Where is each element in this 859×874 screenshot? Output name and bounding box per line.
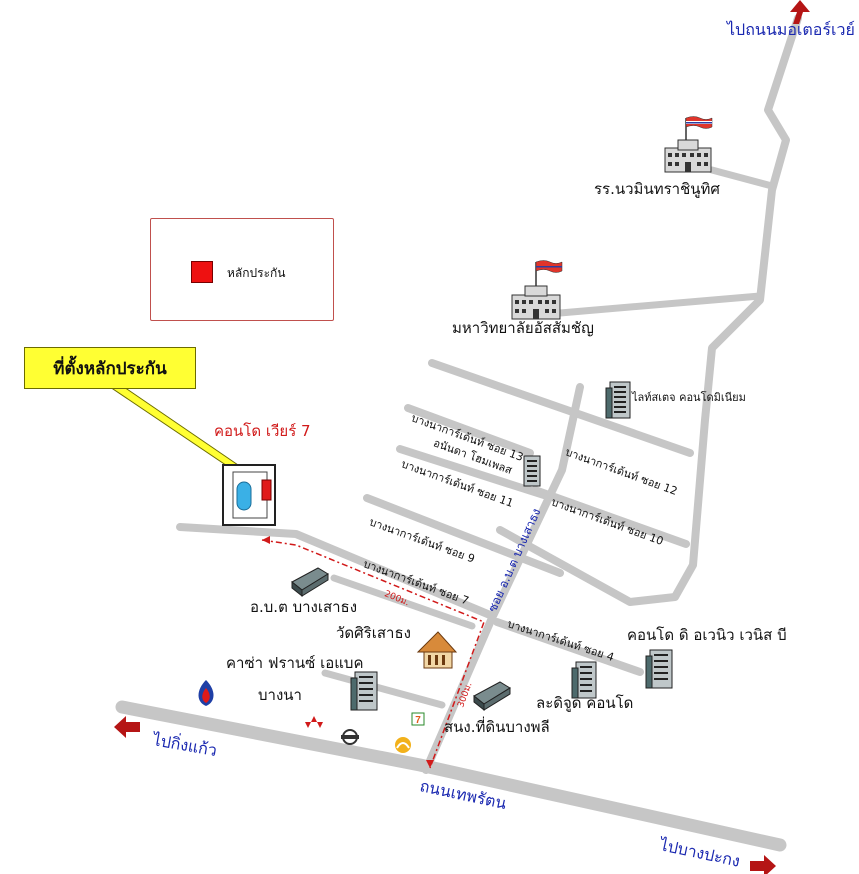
school-road (708, 166, 776, 190)
temple-icon (416, 631, 458, 669)
temple-label: วัดศิริเสาธง (336, 624, 411, 642)
legend-marker-swatch (191, 261, 213, 283)
location-callout: ที่ตั้งหลักประกัน (24, 347, 196, 389)
land-office-label: สนง.ที่ดินบางพลี (444, 718, 550, 736)
arrow-north-icon (790, 0, 810, 24)
legend-box: หลักประกัน (150, 218, 334, 321)
ladibiz-condo-label: ละดิจูด คอนโด (536, 694, 634, 712)
school-label: รร.นวมินทราชินูทิศ (594, 180, 720, 198)
lite-condo-tower-icon (605, 381, 631, 419)
volvo-icon (341, 729, 359, 745)
bank-logo-icon (395, 737, 411, 753)
route-arrow-end (426, 760, 434, 768)
soi-10-road (531, 486, 690, 548)
bangna-label: บางนา (258, 686, 302, 704)
direction-motorway-label: ไปถนนมอเตอร์เวย์ (727, 20, 855, 39)
venice-condo-tower-icon (645, 649, 673, 689)
venice-condo-label: คอนโด ดิ อเวนิว เวนิส บี (627, 626, 787, 644)
road-network (115, 14, 802, 852)
soi-13-road (404, 404, 534, 457)
seven-eleven-icon: 7 (411, 712, 425, 726)
legend-marker-label: หลักประกัน (227, 266, 286, 280)
obt-soi-road (422, 383, 584, 774)
soi-9-road (363, 494, 564, 577)
soi-11-road (396, 445, 554, 501)
arrow-east-icon (750, 855, 776, 874)
casa-road (330, 574, 476, 630)
university-road (556, 292, 764, 317)
bangna-road (321, 669, 446, 709)
university-label: มหาวิทยาลัยอัสสัมชัญ (452, 319, 594, 337)
main-road (115, 700, 787, 852)
soi-4-road (493, 618, 644, 676)
casa-label: คาซ่า ฟรานซ์ เอแบค (226, 654, 364, 672)
soi-7-road (176, 523, 494, 619)
university-building-icon (511, 260, 563, 320)
route-arrow-start (262, 536, 270, 544)
land-office-building-icon (473, 681, 511, 712)
obt-office-label: อ.บ.ต บางเสาธง (250, 598, 358, 616)
soi-12-road (428, 359, 694, 457)
obt-office-building-icon (291, 567, 329, 598)
route-path (261, 539, 485, 769)
casa-tower-icon (350, 671, 378, 711)
condo-view7-label: คอนโด เวียร์ 7 (214, 422, 311, 440)
arrow-west-icon (114, 716, 140, 738)
motorway-road (496, 14, 802, 606)
ptt-station-icon (198, 680, 214, 706)
mitsubishi-icon (305, 716, 323, 728)
ladibiz-condo-tower-icon (571, 661, 597, 699)
school-building-icon (664, 116, 713, 173)
condo-footprint (222, 464, 276, 526)
anan-condo-tower-icon (523, 455, 541, 487)
lite-condo-label: ไลท์สเตจ คอนโดมิเนียม (632, 391, 746, 404)
svg-text:7: 7 (415, 715, 421, 726)
